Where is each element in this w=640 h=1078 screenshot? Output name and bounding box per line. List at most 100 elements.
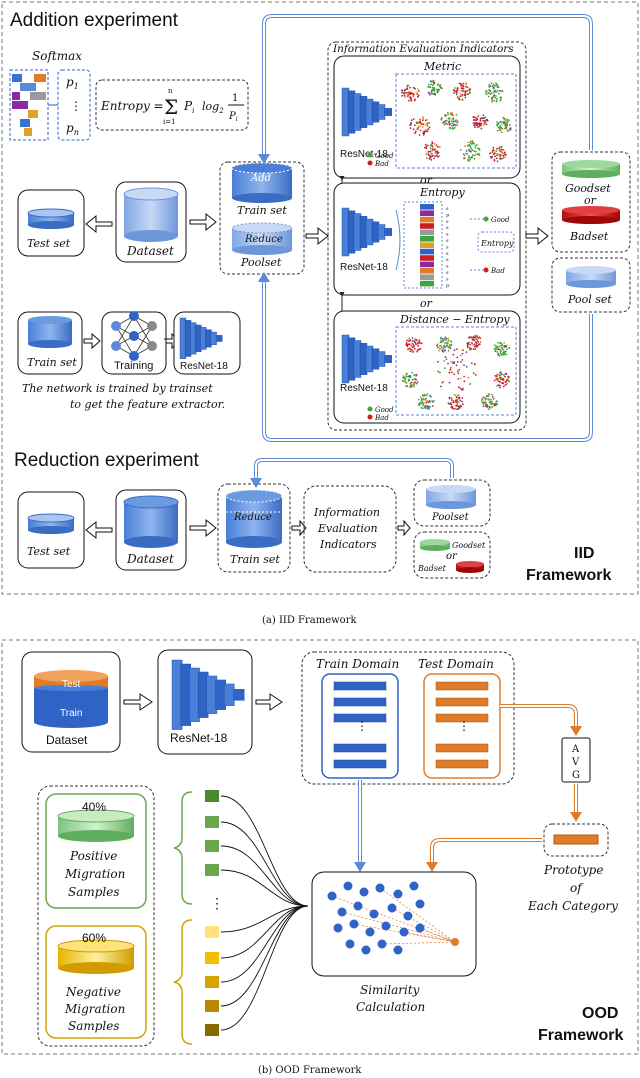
scatter-point	[494, 375, 497, 377]
scatter-point	[417, 345, 419, 347]
scatter-point	[416, 350, 419, 353]
scatter-point	[457, 407, 460, 410]
scatter-point	[447, 339, 450, 342]
embedding-node	[377, 939, 387, 949]
entropy-bar	[420, 216, 434, 223]
scatter-point	[496, 124, 499, 127]
scatter-point	[508, 380, 510, 383]
sample-link	[220, 905, 309, 983]
feature-bar	[435, 713, 489, 723]
scatter-point	[427, 91, 430, 94]
scatter-point	[469, 88, 472, 91]
scatter-point	[497, 86, 500, 89]
entropy-s-label: s	[446, 244, 449, 250]
scatter-point	[501, 90, 504, 92]
scatter-point	[426, 129, 429, 132]
scatter-point	[469, 150, 471, 152]
metric-scatter-box	[395, 73, 517, 169]
sample-link	[220, 845, 309, 907]
scatter-point	[473, 154, 476, 157]
scatter-point	[484, 401, 486, 404]
neural-net-icon	[111, 311, 157, 361]
test-set-label-r: Test set	[27, 545, 71, 558]
scatter-point	[495, 150, 498, 153]
scatter-point	[498, 147, 500, 150]
scatter-point	[470, 336, 472, 339]
feature-bar	[435, 759, 489, 769]
samples-group	[37, 785, 155, 1047]
scatter-point	[459, 95, 462, 98]
scatter-point	[472, 344, 474, 346]
scatter-point	[482, 114, 485, 117]
scatter-point	[460, 405, 463, 408]
scatter-point	[405, 344, 408, 347]
embedding-node	[399, 927, 409, 937]
scatter-point	[491, 101, 493, 104]
scatter-point	[477, 147, 479, 150]
scatter-point	[444, 346, 447, 349]
scatter-point	[490, 400, 493, 403]
scatter-point	[411, 351, 414, 353]
reduce-label-r: Reduce	[233, 512, 272, 523]
similarity-edge	[341, 911, 456, 943]
scatter-point	[461, 388, 464, 391]
goodset-cylinder	[562, 160, 620, 178]
scatter-point	[459, 149, 462, 151]
embedding-node	[361, 945, 371, 955]
prototype-bar	[553, 834, 599, 845]
scatter-point	[476, 126, 479, 128]
iid-caption: (a) IID Framework	[262, 615, 357, 626]
scatter-point	[483, 405, 485, 408]
scatter-point	[449, 123, 452, 125]
arrow-info-results	[397, 519, 411, 537]
scatter-point	[464, 90, 467, 93]
scatter-point	[448, 371, 451, 374]
scatter-point	[459, 83, 462, 85]
resnet-output	[384, 108, 392, 116]
feature-bar	[435, 743, 489, 753]
train-set-label-2: Train set	[27, 356, 77, 369]
resnet-icon-metric	[341, 87, 392, 137]
scatter-point	[506, 378, 509, 381]
scatter-point	[426, 122, 429, 125]
scatter-point	[432, 148, 434, 151]
poolset-label-r: Poolset	[431, 512, 470, 523]
scatter-point	[470, 156, 473, 159]
svg-text:Good: Good	[491, 216, 510, 224]
scatter-point	[454, 87, 456, 89]
dataset-label: Dataset	[126, 244, 174, 258]
nn-edge	[115, 315, 135, 347]
scatter-point	[498, 355, 501, 357]
scatter-point	[433, 87, 435, 90]
scatter-point	[492, 146, 495, 149]
positive-sample	[205, 816, 219, 828]
reduce-label: Reduce	[244, 234, 283, 245]
scatter-point	[448, 122, 451, 125]
sample-link	[220, 821, 309, 907]
scatter-point	[465, 85, 467, 88]
similarity-edge	[331, 895, 456, 943]
scatter-point	[463, 154, 466, 157]
scatter-point	[455, 348, 458, 350]
scatter-point	[417, 90, 420, 92]
scatter-point	[411, 346, 414, 349]
scatter-point	[469, 141, 471, 144]
scatter-point	[496, 97, 498, 100]
scatter-point	[444, 122, 447, 125]
scatter-point	[456, 356, 459, 359]
scatter-point	[457, 405, 459, 407]
scatter-point	[427, 153, 430, 156]
scatter-point	[458, 386, 460, 389]
or-label-2: or	[420, 297, 433, 310]
entropy-bar	[420, 248, 434, 255]
scatter-point	[467, 141, 469, 144]
scatter-point	[439, 345, 441, 347]
scatter-point	[463, 364, 465, 366]
scatter-point	[428, 122, 430, 124]
scatter-point	[489, 90, 492, 92]
scatter-point	[404, 88, 407, 91]
scatter-point	[502, 154, 505, 157]
scatter-point	[506, 382, 508, 385]
scatter-point	[496, 154, 498, 157]
